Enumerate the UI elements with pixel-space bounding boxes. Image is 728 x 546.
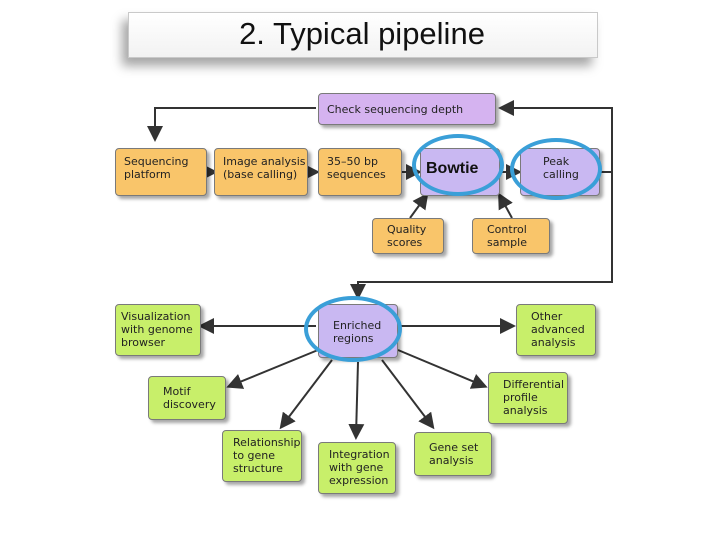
differential-profile-box: Differential profile analysis — [488, 372, 568, 424]
arrow-to-motif — [226, 349, 319, 389]
enriched-highlight-ring — [304, 296, 402, 362]
sequencing-platform-box: Sequencing platform — [115, 148, 207, 196]
relationship-gene-box: Relationship to gene structure — [222, 430, 302, 482]
integration-expression-box: Integration with gene expression — [318, 442, 396, 494]
control-sample-box: Control sample — [472, 218, 550, 254]
arrow-to-integration — [348, 361, 365, 440]
sequences-box: 35–50 bp sequences — [318, 148, 402, 196]
motif-discovery-box: Motif discovery — [148, 376, 226, 420]
arrow-control-up — [498, 192, 513, 219]
arrow-quality-up — [409, 192, 429, 219]
check-depth-box: Check sequencing depth — [318, 93, 496, 125]
bowtie-highlight-ring — [412, 134, 504, 196]
peak-highlight-ring — [510, 138, 602, 200]
visualization-box: Visualization with genome browser — [115, 304, 201, 356]
arrow-to-differential — [397, 349, 488, 389]
arrow-peak-to-enriched — [350, 171, 613, 300]
arrow-to-geneset — [381, 359, 435, 430]
quality-scores-box: Quality scores — [372, 218, 444, 254]
arrow-to-relationship — [279, 359, 333, 430]
loop-to-platform-arrow — [147, 107, 316, 142]
title-bar — [128, 12, 598, 58]
slide-title: 2. Typical pipeline — [239, 16, 485, 51]
bowtie-label: Bowtie — [426, 160, 479, 177]
loop-to-check-arrow — [498, 100, 613, 176]
image-analysis-box: Image analysis (base calling) — [214, 148, 308, 196]
gene-set-box: Gene set analysis — [414, 432, 492, 476]
other-analysis-box: Other advanced analysis — [516, 304, 596, 356]
